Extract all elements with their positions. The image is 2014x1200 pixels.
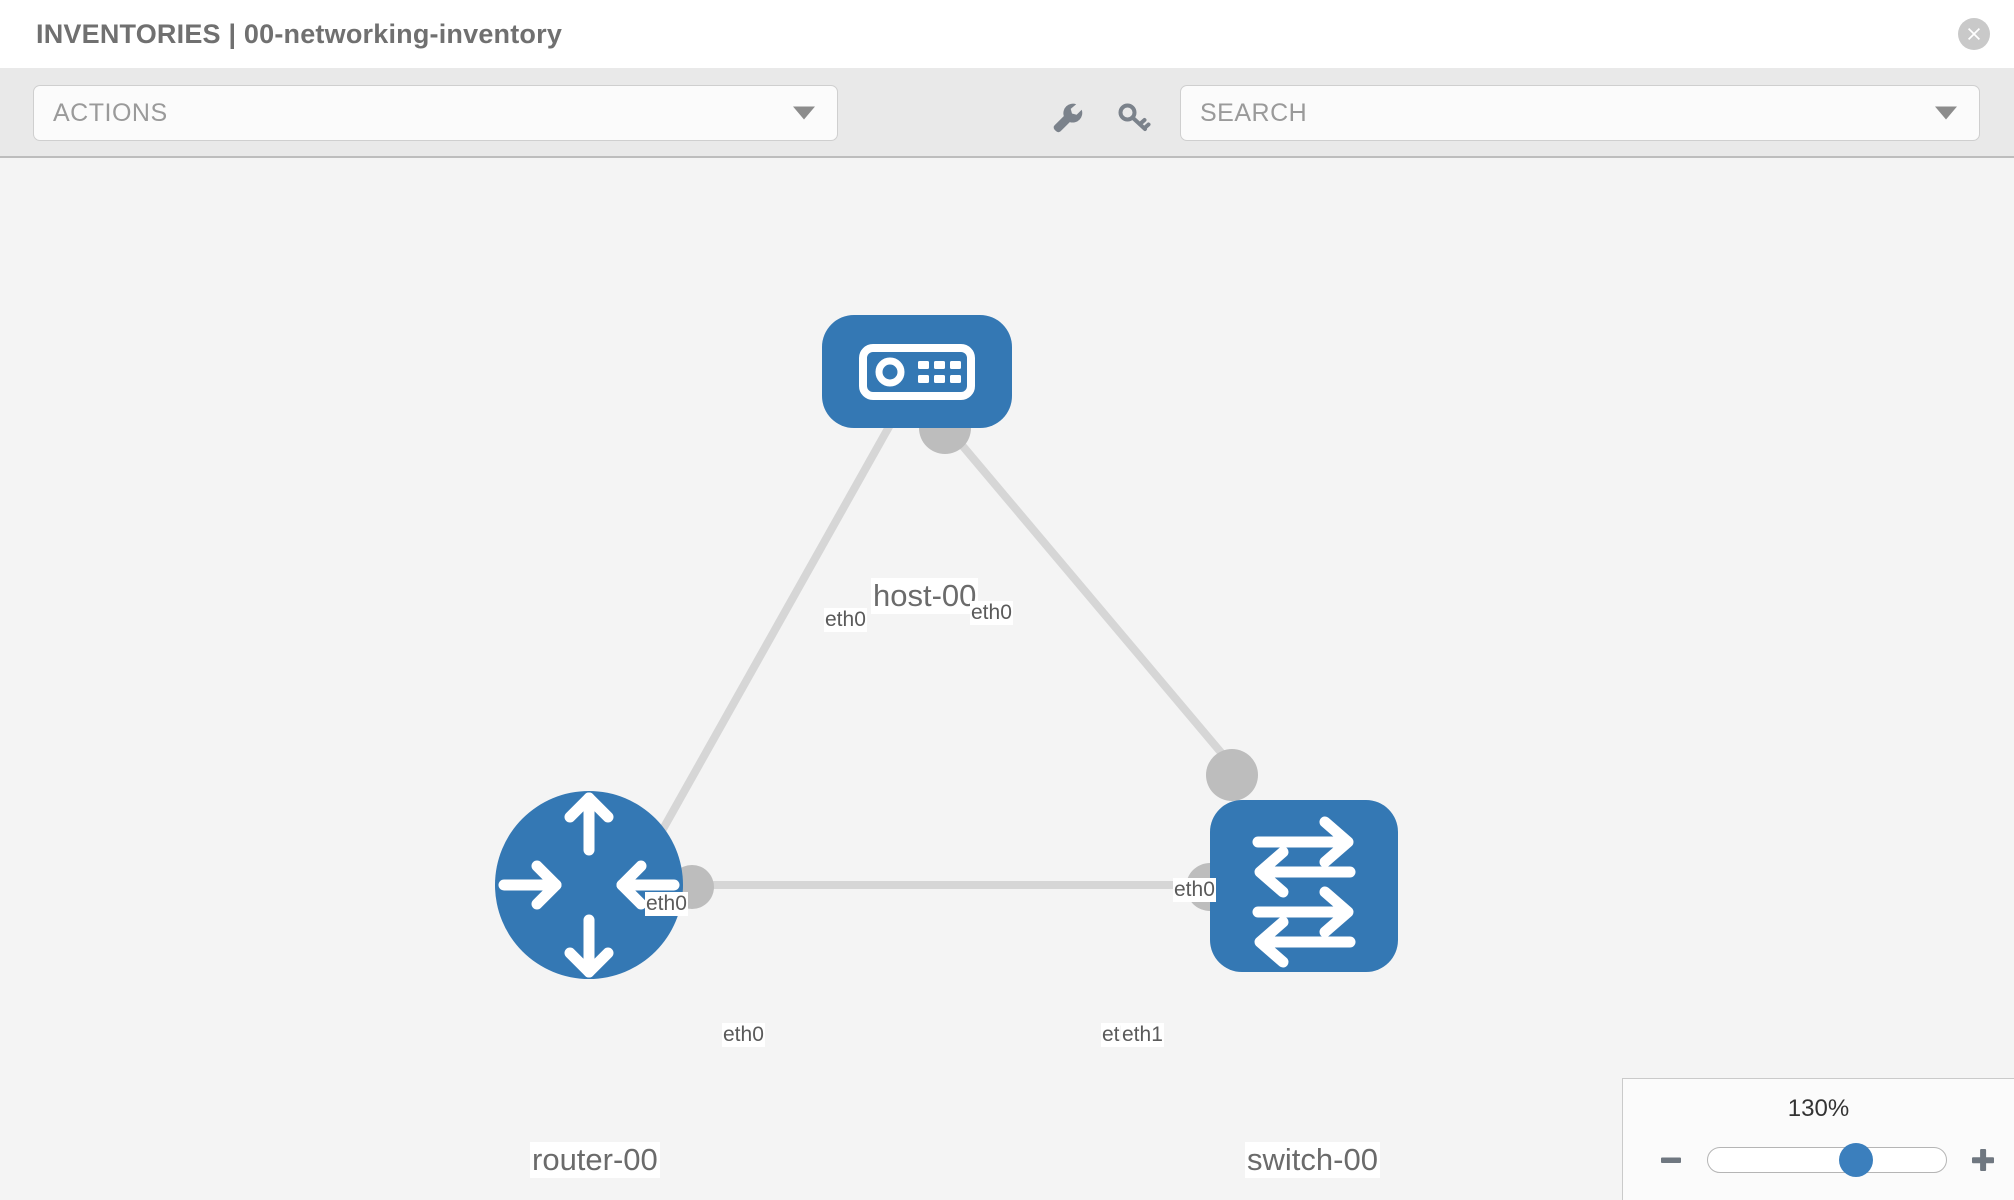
link-host-router bbox=[636, 423, 894, 872]
node-label-host-00: host-00 bbox=[871, 578, 979, 614]
interface-label-router-right: eth0 bbox=[722, 1023, 765, 1048]
chevron-down-icon bbox=[793, 106, 815, 120]
page-title: INVENTORIES | 00-networking-inventory bbox=[36, 18, 563, 49]
chevron-down-icon[interactable] bbox=[1935, 106, 1957, 120]
actions-dropdown-label: ACTIONS bbox=[53, 98, 168, 127]
zoom-out-button[interactable] bbox=[1651, 1140, 1691, 1180]
node-host-00 bbox=[822, 315, 1012, 428]
search-placeholder: SEARCH bbox=[1200, 98, 1308, 127]
zoom-slider-track[interactable] bbox=[1707, 1143, 1947, 1177]
key-icon[interactable] bbox=[1110, 94, 1156, 140]
node-router-00 bbox=[495, 791, 683, 979]
link-host-switch bbox=[941, 422, 1244, 778]
interface-label-host-left: eth0 bbox=[824, 608, 867, 633]
actions-dropdown[interactable]: ACTIONS bbox=[33, 85, 838, 141]
node-label-router-00: router-00 bbox=[530, 1142, 660, 1178]
page-header: INVENTORIES | 00-networking-inventory bbox=[0, 0, 2014, 68]
node-label-switch-00: switch-00 bbox=[1245, 1142, 1380, 1178]
close-icon[interactable] bbox=[1958, 18, 1990, 50]
zoom-control-panel: 130% bbox=[1622, 1078, 2014, 1200]
zoom-level-value: 130% bbox=[1787, 1095, 1850, 1122]
interface-label-router-uplink: eth0 bbox=[645, 892, 688, 917]
search-input[interactable]: SEARCH bbox=[1180, 85, 1980, 141]
topology-toolbar: ACTIONS SEARCH bbox=[0, 68, 2014, 158]
node-switch-00 bbox=[1210, 800, 1398, 972]
connector-switch-topleft bbox=[1206, 749, 1258, 801]
topology-canvas[interactable]: host-00 router-00 switch-00 eth0 eth0 et… bbox=[0, 160, 2014, 1200]
wrench-icon[interactable] bbox=[1043, 94, 1089, 140]
interface-label-host-right: eth0 bbox=[970, 601, 1013, 626]
interface-label-switch-uplink: eth0 bbox=[1173, 878, 1216, 903]
interface-label-switch-left-b: eth1 bbox=[1121, 1023, 1164, 1048]
topology-links bbox=[636, 422, 1244, 889]
zoom-slider-thumb[interactable] bbox=[1838, 1143, 1873, 1177]
zoom-slider-row bbox=[1623, 1137, 2014, 1183]
zoom-in-button[interactable] bbox=[1963, 1140, 2003, 1180]
